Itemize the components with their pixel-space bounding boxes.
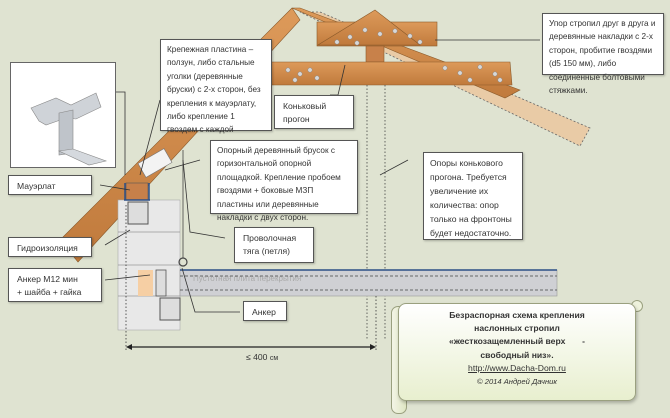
bracket-image <box>10 62 116 168</box>
label-anchor: Анкер <box>243 301 287 321</box>
metal-plate-icon <box>30 92 108 166</box>
caption-url-link[interactable]: http://www.Dacha-Dom.ru <box>468 362 566 373</box>
callout-ridge-supports: Опоры конькового прогона. Требуется увел… <box>423 152 523 240</box>
dimension-unit: см <box>269 355 279 362</box>
label-anchor-m12: Анкер М12 мин + шайба + гайка <box>8 268 102 302</box>
hollow-slab <box>179 269 558 297</box>
dimension-label: ≤ 400 см <box>246 352 278 362</box>
caption-copyright: © 2014 Андрей Дачник <box>477 377 557 387</box>
label-ridge-beam: Коньковый прогон <box>274 95 354 129</box>
caption-line2: наслонных стропил <box>474 323 560 334</box>
nails <box>285 27 503 83</box>
label-mauerlat: Мауэрлат <box>8 175 92 195</box>
ridge-post <box>365 45 385 63</box>
callout-fastening-plate: Крепежная пластина – ползун, либо стальн… <box>160 39 272 134</box>
label-wire-tie: Проволочная тяга (петля) <box>234 227 314 263</box>
mauerlat-beam <box>125 182 149 201</box>
caption-scroll: Безраспорная схема крепления наслонных с… <box>398 303 636 401</box>
caption-line4: свободный низ». <box>480 349 554 360</box>
anchor-m12-line1: Анкер М12 мин <box>17 274 78 284</box>
support-bar <box>137 148 173 178</box>
label-waterproofing: Гидроизоляция <box>8 237 92 257</box>
wall <box>117 199 181 331</box>
dimension-value: ≤ 400 <box>246 352 268 362</box>
ridge-overlay-top-shape <box>316 9 421 46</box>
anchor-m12-line2: + шайба + гайка <box>17 287 82 297</box>
callout-support-bar: Опорный деревянный брусок с горизонтальн… <box>210 140 358 222</box>
caption-line1: Безраспорная схема крепления <box>449 310 585 320</box>
caption-line3: «жесткозащемленный верх - <box>449 336 585 347</box>
slab-label: Пустотная плита перекрытия <box>193 274 302 283</box>
callout-ridge-stop: Упор стропил друг в друга и деревянные н… <box>542 13 664 95</box>
